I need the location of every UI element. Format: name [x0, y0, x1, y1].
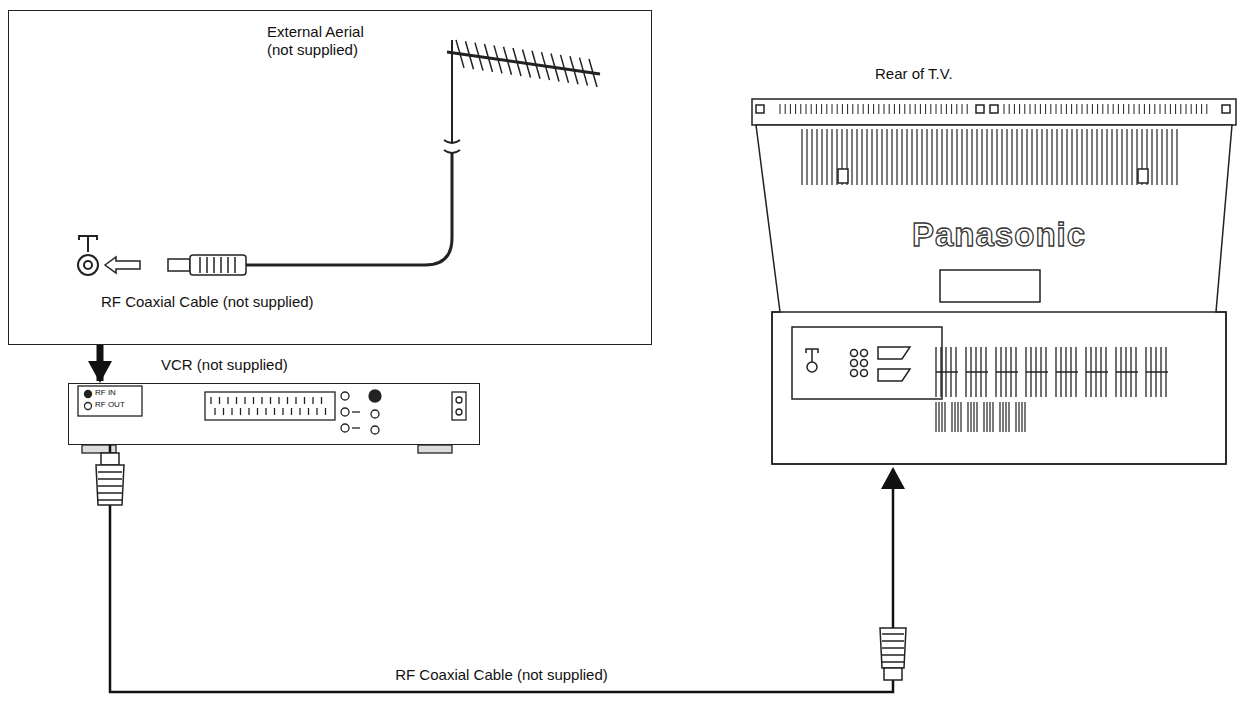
- brand-name: Panasonic: [908, 215, 1090, 255]
- signal-arrow: [97, 345, 104, 381]
- vcr-box: VCR (not supplied)RF INRF OUT: [68, 383, 480, 445]
- tv-rear: Rear of T.V.Panasonic: [750, 97, 1238, 467]
- wall-panel: External Aerial (not supplied) RF Coaxial…: [8, 10, 652, 345]
- vcr-label: VCR (not supplied): [161, 356, 288, 374]
- cable-label: RF Coaxial Cable (not supplied): [391, 666, 612, 683]
- tv-outline: [750, 97, 1238, 467]
- coax-plug: [168, 255, 246, 275]
- coax-cable: [110, 445, 893, 692]
- socket-label: RF IN: [95, 388, 116, 398]
- aerial-socket: [78, 236, 98, 275]
- vcr-details: [78, 386, 466, 453]
- view-label: Rear of T.V.: [875, 65, 953, 83]
- coax-plug: [96, 453, 906, 680]
- cable-label: RF Coaxial Cable (not supplied): [101, 293, 314, 311]
- aerial-label: External Aerial (not supplied): [267, 23, 387, 59]
- socket-label: RF OUT: [95, 400, 125, 410]
- aerial-drawing: [246, 40, 600, 265]
- insert-arrow: [105, 257, 140, 273]
